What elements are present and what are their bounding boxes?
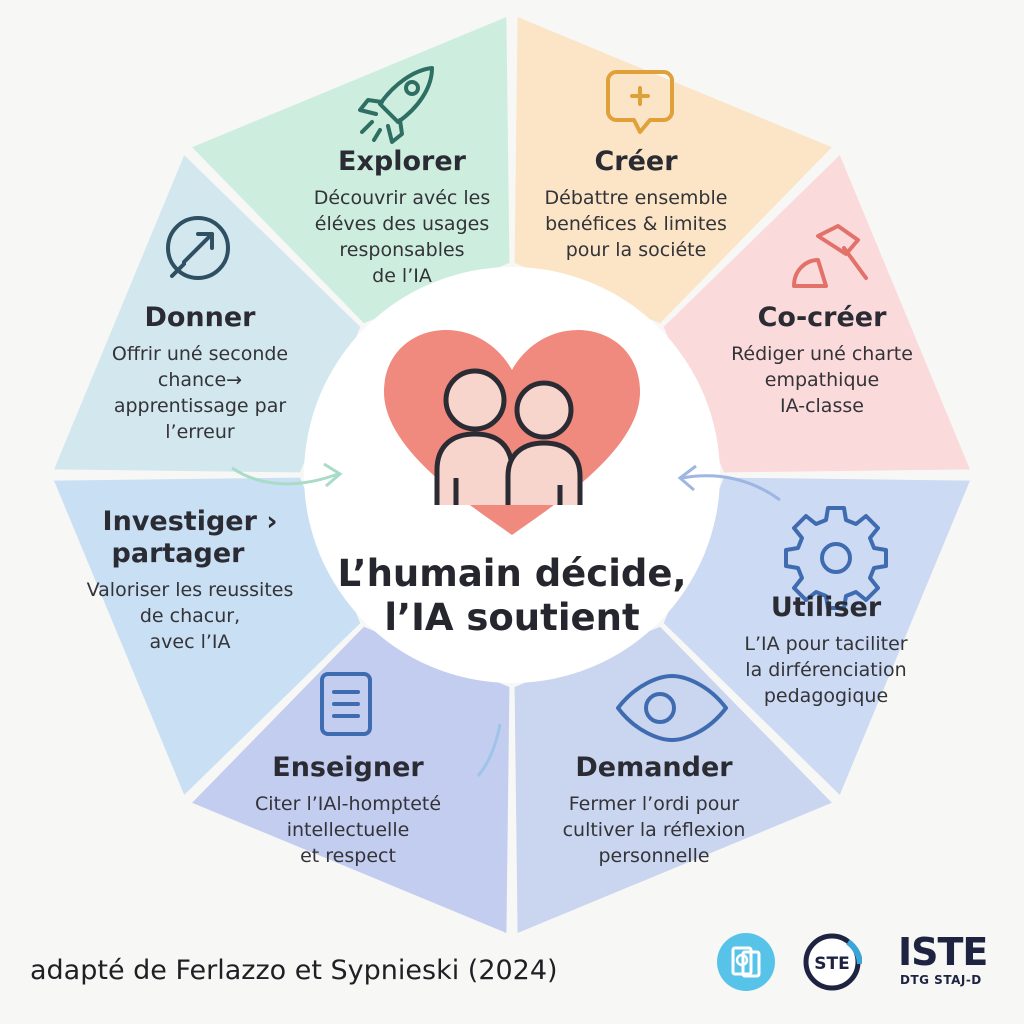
segment-utiliser: [663, 477, 970, 795]
segment-desc-line: benéfices & limites: [545, 213, 727, 235]
logo-iste-sub: DTG STAJ-D: [900, 973, 982, 987]
segment-desc-line: cultiver la réflexion: [563, 819, 746, 841]
segment-co-creer: [663, 155, 970, 473]
segment-desc-line: Citer l’IAl-homptеté: [255, 793, 441, 815]
segment-desc-line: et respect: [300, 845, 396, 867]
segment-enseigner: [192, 626, 510, 933]
curve-decor: [476, 723, 502, 777]
segment-title: Demander: [575, 752, 733, 783]
center-title-line2: l’IA soutient: [384, 596, 639, 639]
segment-title: Enseigner: [272, 752, 424, 783]
chat-plus-icon: [606, 70, 674, 134]
document-icon: [320, 672, 372, 736]
arrow-left-head: [323, 462, 343, 488]
compass-arrow-icon: [166, 216, 230, 280]
segment-investiger: [54, 477, 361, 795]
source-credit: adapté de Ferlazzo et Sypnieski (2024): [30, 955, 558, 986]
segment-title-line2: partager: [112, 538, 246, 569]
arrow-right-decor: [681, 474, 781, 502]
segment-desc-line: Débattre ensemble: [545, 187, 728, 209]
segment-desc-line: éléves des usages: [315, 213, 489, 235]
segment-desc-line: apprentissage par: [114, 395, 287, 417]
segment-title: Investiger ›: [103, 506, 278, 537]
logo-ste: STE: [802, 932, 863, 992]
segment-creer: [514, 17, 832, 324]
segment-desc-line: L’IA pour taciliter: [744, 633, 907, 655]
segment-desc-line: pedagogique: [764, 685, 888, 707]
logo-iste: ISTE DTG STAJ-D: [898, 932, 998, 992]
heart-people-icon: [384, 330, 640, 535]
segment-desc-line: avec l’IA: [150, 631, 231, 653]
segment-explorer: [192, 17, 510, 324]
rocket-icon: [358, 66, 434, 144]
segment-title: Créer: [594, 146, 678, 177]
logo-b-text: STE: [814, 954, 849, 974]
logo-iste-word: ISTE: [898, 930, 988, 974]
segment-desc-line: la dirférenciation: [745, 659, 906, 681]
gear-icon: [784, 506, 888, 610]
segment-desc-line: personnelle: [598, 845, 709, 867]
segment-desc-line: Offrir uné seconde: [112, 343, 288, 365]
eye-icon: [616, 674, 728, 742]
segment-desc-line: de chacur,: [140, 605, 240, 627]
segment-title: Utiliser: [771, 592, 882, 623]
segment-desc-line: intellectuelle: [287, 819, 410, 841]
segment-donner: [54, 155, 361, 473]
segment-demander: [514, 626, 832, 933]
segment-desc-line: responsables: [339, 239, 464, 261]
segment-desc-line: pour la sociéte: [566, 239, 707, 261]
segment-title: Explorer: [338, 146, 467, 177]
segment-desc-line: Valoriser les reussites: [87, 579, 294, 601]
logo-document-icon: [716, 932, 776, 992]
arrow-left-decor: [231, 466, 339, 486]
arrow-right-head: [677, 464, 697, 492]
segment-desc-line: Découvrir avéc les: [314, 187, 491, 209]
segment-desc-line: Fermer l’ordi pour: [569, 793, 740, 815]
center-title-line1: L’humain décide,: [337, 552, 686, 595]
segment-title: Donner: [144, 302, 256, 333]
segment-title: Co-créer: [758, 302, 888, 333]
segment-desc-line: l’erreur: [165, 421, 235, 443]
segment-desc-line: IA-classe: [780, 395, 864, 417]
hammer-icon: [792, 224, 868, 288]
segment-desc-line: de l’IA: [372, 265, 432, 287]
segment-desc-line: Rédiger uné charte: [731, 343, 913, 365]
segment-desc-line: empathique: [765, 369, 879, 391]
segment-desc-line: chance→: [158, 369, 242, 391]
